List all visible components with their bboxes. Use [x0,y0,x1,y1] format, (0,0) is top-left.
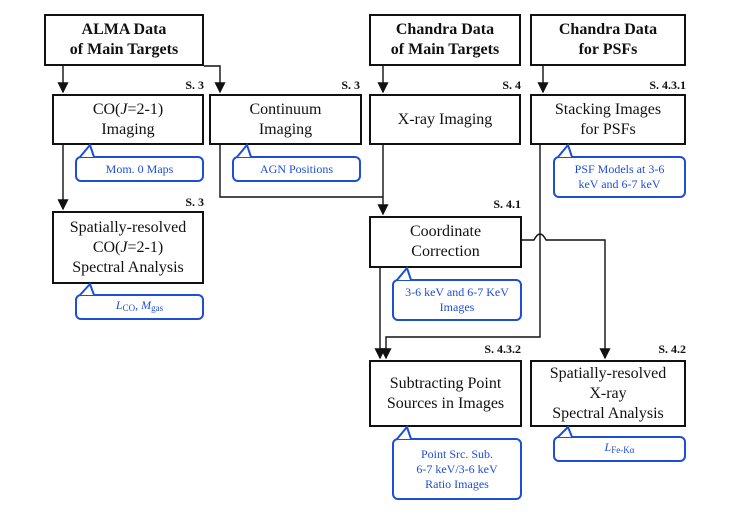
coord-line1: Coordinate [409,223,482,240]
coord-line2: Correction [411,243,480,260]
xray-imaging-line1: X-ray Imaging [397,110,493,128]
alma-data-line1: ALMA Data [81,21,167,38]
spatial-xray-line3: Spectral Analysis [552,404,664,422]
co-imaging-line1: CO(J=2-1) [92,100,164,118]
subtract-line2: Sources in Images [386,394,505,412]
note-ratio-line2: 6-7 keV/3-6 keV [416,461,498,476]
note-psf-line2: keV and 6-7 keV [578,177,661,191]
chandra-psf-line2: for PSFs [578,41,638,58]
alma-data-line2: of Main Targets [69,41,179,58]
note-psf-line1: PSF Models at 3-6 [574,162,665,176]
spatial-co-line1: Spatially-resolved [69,218,187,236]
stacking-box: Stacking Images for PSFs [530,94,686,145]
note-ratio-images: Point Src. Sub. 6-7 keV/3-6 keV Ratio Im… [392,438,522,500]
chandra-psf-line1: Chandra Data [558,21,658,38]
note-images-line2: Images [439,300,475,314]
note-ratio-line3: Ratio Images [425,476,489,491]
section-stacking: S. 4.3.1 [649,78,686,92]
note-lco-mgas: LCO, Mgas [75,294,204,320]
note-images: 3-6 keV and 6-7 KeV Images [392,279,522,321]
note-ratio-line1: Point Src. Sub. [420,446,493,461]
arrow-stacking-to-subtract [380,145,541,360]
section-xray-imaging: S. 4 [502,78,521,92]
chandra-psf-box: Chandra Data for PSFs [530,14,686,66]
continuum-line2: Imaging [258,120,313,138]
arrow-alma-to-continuum [204,65,226,94]
note-agn-text: AGN Positions [259,161,333,176]
chandra-main-line2: of Main Targets [390,41,500,58]
section-co-imaging: S. 3 [185,78,204,92]
xray-imaging-box: X-ray Imaging [369,94,521,145]
section-coord: S. 4.1 [493,197,521,211]
section-spatial-co: S. 3 [185,195,204,209]
arrow-coord-to-spatial-xray [522,233,611,360]
spatial-co-box: Spatially-resolved CO(J=2-1) Spectral An… [52,211,204,284]
chandra-main-box: Chandra Data of Main Targets [369,14,521,66]
note-psf-models: PSF Models at 3-6 keV and 6-7 keV [553,156,686,198]
co-imaging-line2: Imaging [101,120,155,138]
note-lfe-ka: LFe-Kα [553,436,686,462]
note-images-line1: 3-6 keV and 6-7 KeV [405,285,509,299]
continuum-line1: Continuum [249,100,322,118]
note-mom0-maps: Mom. 0 Maps [75,156,204,182]
spatial-co-line2: CO(J=2-1) [92,238,164,256]
chandra-main-line1: Chandra Data [395,21,495,38]
co-imaging-box: CO(J=2-1) Imaging [52,94,204,145]
section-continuum: S. 3 [341,78,360,92]
stacking-line1: Stacking Images [554,100,662,118]
spatial-co-line3: Spectral Analysis [72,258,184,276]
note-lfe-text: LFe-Kα [604,440,635,455]
spatial-xray-line2: X-ray [589,384,627,402]
note-agn-positions: AGN Positions [232,156,361,182]
stacking-line2: for PSFs [580,120,636,138]
subtract-box: Subtracting Point Sources in Images [369,360,522,427]
note-lco-text: LCO, Mgas [115,298,164,313]
coord-correction-box: Coordinate Correction [369,216,522,268]
subtract-line1: Subtracting Point [389,374,502,392]
continuum-box: Continuum Imaging [209,94,362,145]
arrow-continuum-to-coord [219,145,383,198]
note-mom0-text: Mom. 0 Maps [105,161,174,176]
section-spatial-xray: S. 4.2 [658,342,686,356]
spatial-xray-box: Spatially-resolved X-ray Spectral Analys… [530,360,686,427]
spatial-xray-line1: Spatially-resolved [549,364,667,382]
section-subtract: S. 4.3.2 [484,342,521,356]
alma-data-box: ALMA Data of Main Targets [44,14,204,66]
